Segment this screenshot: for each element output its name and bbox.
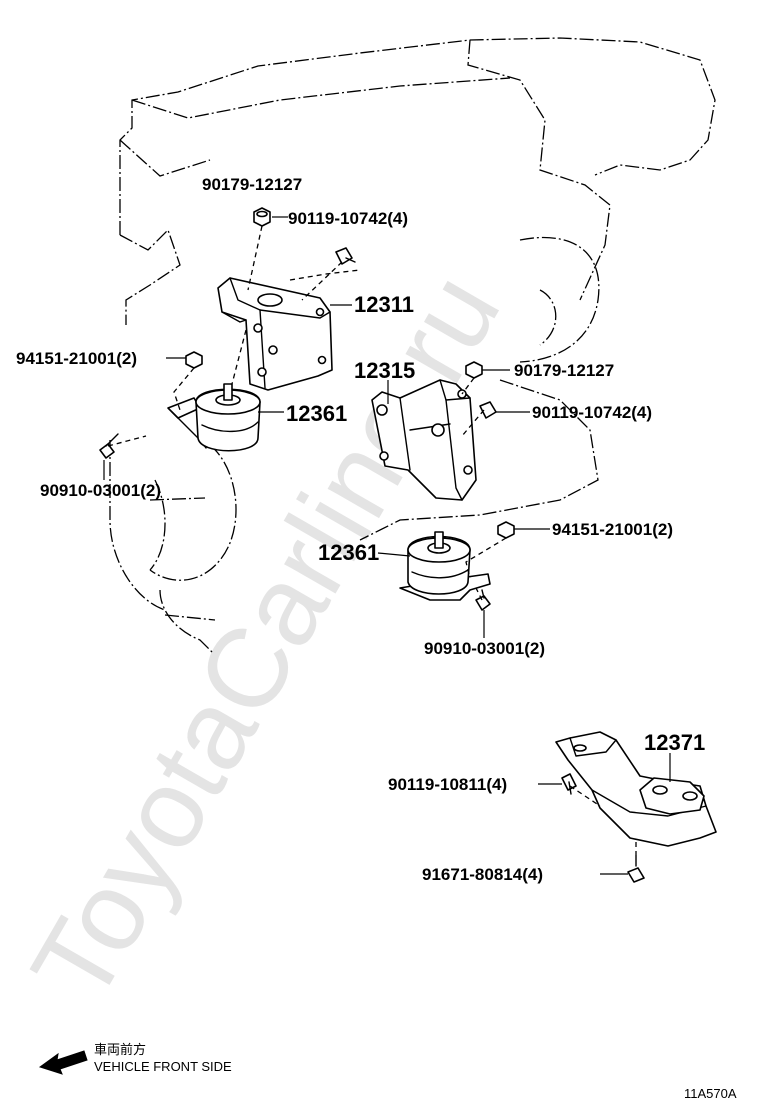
label-bolt-left: 90910-03001(2) (40, 481, 161, 500)
label-bracket-left: 12311 (354, 292, 414, 317)
front-arrow-icon (38, 1050, 88, 1075)
nut-top-right-icon (465, 361, 483, 379)
nut-left-icon (185, 351, 203, 369)
label-nut-top-right: 90179-12127 (514, 361, 614, 380)
label-bracket-right: 12315 (354, 358, 415, 383)
fasteners-right (465, 361, 515, 611)
engine-mount-member-rear (555, 731, 717, 883)
engine-mount-insulator-left (167, 383, 261, 452)
engine-mount-bracket-left (217, 277, 333, 391)
assembly-lines (107, 225, 637, 856)
legend-english: VEHICLE FRONT SIDE (94, 1059, 232, 1074)
bolt-left-icon (99, 443, 115, 459)
leader-lines (103, 216, 671, 875)
label-nut-right: 94151-21001(2) (552, 520, 673, 539)
label-bolt-member-bottom: 91671-80814(4) (422, 865, 543, 884)
label-bolt-top-left: 90119-10742(4) (288, 209, 408, 228)
label-bolt-member: 90119-10811(4) (388, 775, 507, 794)
label-insulator-right: 12361 (318, 540, 379, 565)
label-nut-left: 94151-21001(2) (16, 349, 137, 368)
vehicle-front-legend: 車両前方 VEHICLE FRONT SIDE (38, 1042, 232, 1075)
diagram-code: 11A570A (684, 1086, 737, 1101)
bolt-right-icon (475, 595, 491, 611)
part-labels: 90179-12127 90119-10742(4) 12311 94151-2… (16, 175, 705, 884)
engine-outline (109, 37, 716, 653)
bolt-top-right-icon (479, 401, 497, 419)
bolt-top-left-icon (335, 247, 353, 265)
label-insulator-left: 12361 (286, 401, 347, 426)
label-member-rear: 12371 (644, 730, 705, 755)
engine-mount-bracket-right (371, 379, 477, 501)
legend-japanese: 車両前方 (94, 1042, 146, 1057)
label-bolt-right: 90910-03001(2) (424, 639, 545, 658)
fasteners-left (99, 207, 356, 459)
label-nut-top-left: 90179-12127 (202, 175, 302, 194)
bolt-member-bottom-icon (627, 867, 645, 883)
engine-mount-insulator-right (399, 531, 491, 601)
nut-right-icon (497, 521, 515, 539)
label-bolt-top-right: 90119-10742(4) (532, 403, 652, 422)
